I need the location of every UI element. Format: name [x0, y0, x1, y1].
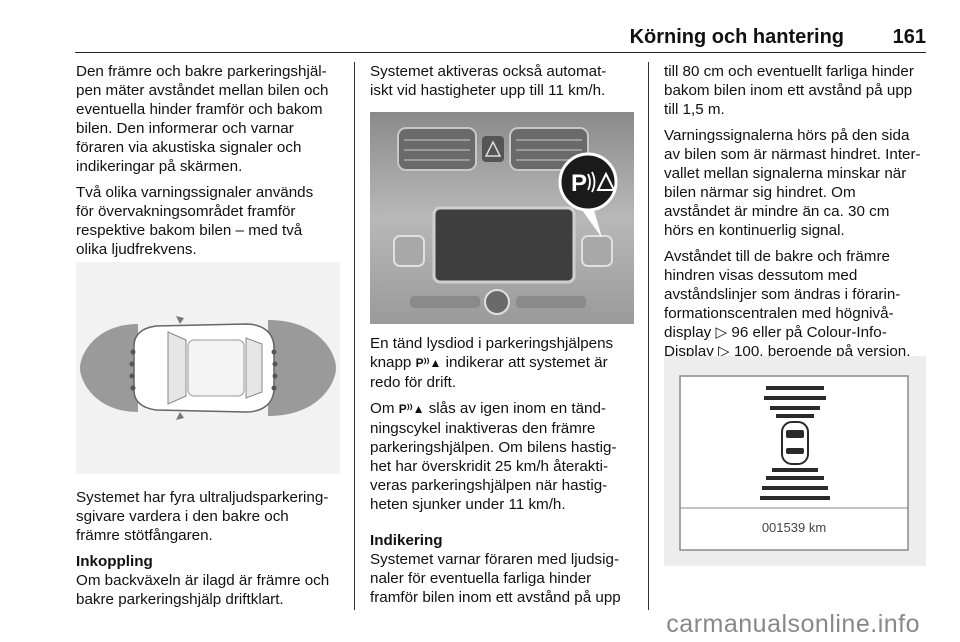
paragraph: till 80 cm och eventuellt farliga hinder… [664, 63, 914, 118]
odometer-readout: 001539 km [762, 520, 826, 535]
park-assist-icon [587, 171, 596, 193]
instrument-display-figure: 001539 km [664, 356, 926, 566]
park-assist-icon: P⁾⁾▲ [398, 402, 425, 416]
subheading: Inkoppling [76, 553, 153, 570]
paragraph: Systemet aktiveras också automat- iskt v… [370, 63, 607, 99]
watermark: carmanualsonline.info [666, 610, 920, 638]
page-header: Körning och hantering 161 [75, 0, 926, 53]
paragraph: Den främre och bakre parkeringshjäl- pen… [76, 63, 329, 175]
column-2-lower: En tänd lysdiod i parkeringshjälpens kna… [370, 334, 634, 614]
reference-arrow-icon: ▷ [715, 324, 728, 341]
page-number: 161 [892, 26, 926, 48]
paragraph: Om backväxeln är ilagd är främre och bak… [76, 572, 330, 608]
subheading: Indikering [370, 532, 443, 549]
reference-arrow-icon: ▷ [718, 343, 730, 360]
paragraph: Varningssignalerna hörs på den sida av b… [664, 127, 921, 239]
park-assist-button-label: P [571, 170, 587, 197]
column-1: Den främre och bakre parkeringshjäl- pen… [76, 62, 340, 266]
column-2: Systemet aktiveras också automat- iskt v… [370, 62, 634, 107]
column-divider [648, 62, 649, 610]
column-divider [354, 62, 355, 610]
car-sensor-illustration [76, 262, 340, 474]
paragraph: Avståndet till de bakre och främre hindr… [664, 248, 911, 360]
park-assist-icon: P⁾⁾▲ [415, 356, 442, 370]
paragraph: Två olika varningssignaler används för ö… [76, 184, 314, 258]
paragraph: Systemet varnar föraren med ljudsig- nal… [370, 551, 621, 606]
section-title: Körning och hantering [629, 26, 844, 48]
figure-caption: Systemet har fyra ultraljudsparkering- s… [76, 489, 329, 544]
section-inkoppling: Inkoppling Om backväxeln är ilagd är frä… [76, 552, 340, 616]
paragraph: Om P⁾⁾▲ slås av igen inom en tänd- nings… [370, 400, 617, 513]
dashboard-console-photo: P [370, 112, 634, 324]
column-3: till 80 cm och eventuellt farliga hinder… [664, 62, 928, 368]
paragraph: En tänd lysdiod i parkeringshjälpens kna… [370, 335, 614, 391]
